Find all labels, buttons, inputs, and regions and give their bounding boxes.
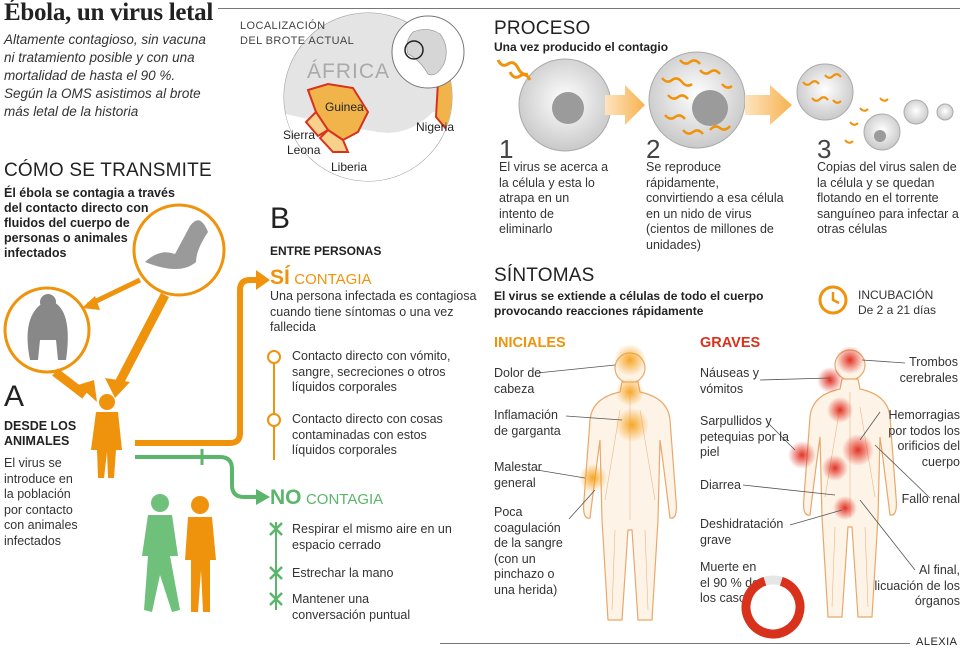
map-country-liberia: Liberia <box>331 160 368 174</box>
map-country-leona: Leona <box>287 143 321 157</box>
yes-heading: SÍ CONTAGIA <box>270 266 372 290</box>
symptoms-heading: SÍNTOMAS <box>494 265 595 286</box>
process-step-1-num: 1 <box>499 134 514 164</box>
incubation: INCUBACIÓN De 2 a 21 días <box>858 288 936 318</box>
process-step-2-num: 2 <box>646 134 661 164</box>
map-country-guinea: Guinea <box>325 100 364 114</box>
severe-symptom-2: Sarpullidos y petequias por la piel <box>700 414 789 459</box>
a-text: El virus se introduce en la población po… <box>4 456 78 548</box>
no-mark-2 <box>269 566 283 580</box>
incubation-value: De 2 a 21 días <box>858 303 937 317</box>
map-continent: ÁFRICA <box>307 60 391 83</box>
green-person-icon <box>142 494 180 612</box>
initial-symptom-3: Malestar general <box>494 460 542 490</box>
no-word: CONTAGIA <box>305 491 384 508</box>
no-mark-3 <box>269 592 283 606</box>
a-letter: A <box>4 380 25 413</box>
yes-item-2: Contacto directo con cosas contaminadas … <box>292 412 443 457</box>
no-item-2: Estrechar la mano <box>292 566 394 580</box>
severe-symptom-1: Náuseas y vómitos <box>700 366 760 396</box>
no-heading: NO CONTAGIA <box>270 486 383 510</box>
incubation-title: INCUBACIÓN <box>858 288 934 302</box>
incubation-clock-icon <box>818 285 848 315</box>
process-step-3-num: 3 <box>817 134 832 164</box>
process-step-1-text: El virus se acerca a la célula y esta lo… <box>499 160 609 236</box>
process-heading: PROCESO <box>494 18 591 39</box>
infected-person-icon <box>91 394 122 478</box>
initial-symptom-1: Dolor de cabeza <box>494 366 542 396</box>
top-rule <box>218 8 960 9</box>
yes-word: CONTAGIA <box>294 271 372 288</box>
a-title-line1: DESDE LOS <box>4 419 77 433</box>
yes-item-1: Contacto directo con vómito, sangre, sec… <box>292 349 451 394</box>
orange-person-small-icon <box>185 496 216 612</box>
b-title: ENTRE PERSONAS <box>270 244 382 258</box>
symptoms-lede: El virus se extiende a células de todo e… <box>494 289 764 318</box>
a-title-line2: ANIMALES <box>4 434 70 448</box>
initial-title: INICIALES <box>494 335 566 351</box>
no-item-1: Respirar el mismo aire en un espacio cer… <box>292 522 452 552</box>
map-label-line1: LOCALIZACIÓN <box>240 20 326 32</box>
severe-symptom-6: Hemorragias por todos los orificios del … <box>888 408 960 469</box>
transmission-lede: Él ébola se contagia a través del contac… <box>4 186 175 260</box>
cell-3a <box>796 63 854 121</box>
bat-icon <box>145 220 208 269</box>
map-country-nigeria: Nigeria <box>416 120 455 134</box>
page-subtitle: Altamente contagioso, sin vacuna ni trat… <box>4 32 206 119</box>
no-label: NO <box>270 486 302 509</box>
severe-symptom-8: Al final, licuación de los órganos <box>874 563 960 608</box>
yes-intro: Una persona infectada es contagiosa cuan… <box>270 289 477 334</box>
b-letter: B <box>270 202 291 235</box>
credit: ALEXIA <box>916 636 958 648</box>
severe-symptom-4: Deshidratación grave <box>700 517 784 547</box>
africa-map <box>283 12 465 182</box>
initial-symptom-2: Inflamación de garganta <box>494 408 561 438</box>
no-mark-1 <box>269 522 283 536</box>
severe-title: GRAVES <box>700 335 761 351</box>
process-step-3-text: Copias del virus salen de la célula y se… <box>817 160 959 236</box>
page-title: Ébola, un virus letal <box>4 0 214 26</box>
a-title: DESDE LOS ANIMALES <box>4 419 76 449</box>
death-rate-ring <box>741 575 805 639</box>
transmission-heading: CÓMO SE TRANSMITE <box>4 160 212 181</box>
severe-symptom-5: Trombos cerebrales <box>899 355 958 385</box>
process-step-2-text: Se reproduce rápidamente, convirtiendo a… <box>646 160 784 252</box>
severe-symptom-7: Fallo renal <box>901 492 960 506</box>
initial-symptom-4: Poca coagulación de la sangre (con un pi… <box>494 505 563 597</box>
map-label-line2: DEL BROTE ACTUAL <box>240 35 355 47</box>
footer-rule <box>440 643 910 644</box>
gorilla-icon <box>27 300 68 360</box>
death-text: Muerte en el 90 % de los casos <box>700 560 760 605</box>
map-country-sierra: Sierra <box>283 128 316 142</box>
no-item-3: Mantener una conversación puntual <box>292 592 411 622</box>
yes-label: SÍ <box>270 266 290 289</box>
severe-symptom-3: Diarrea <box>700 478 741 492</box>
process-lede: Una vez producido el contagio <box>494 40 669 54</box>
